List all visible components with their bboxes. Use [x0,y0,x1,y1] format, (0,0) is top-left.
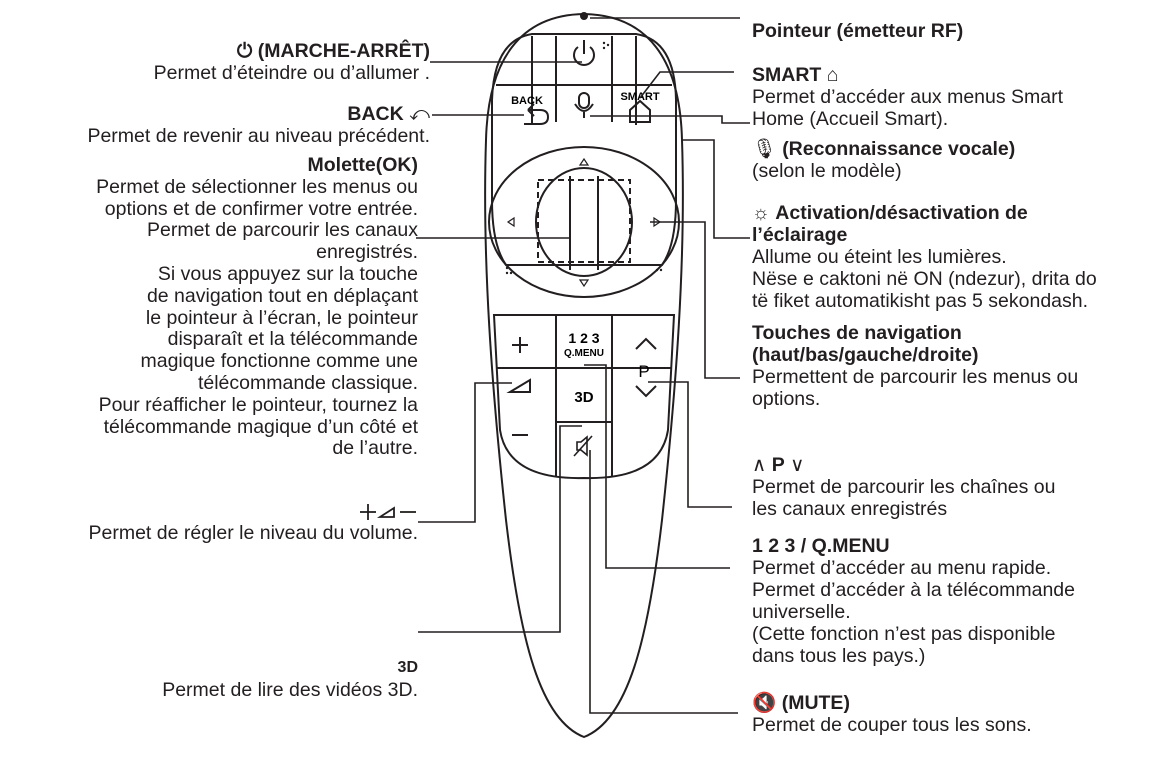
light-desc-1: Nëse e caktoni në ON (ndezur), drita do [752,268,1097,290]
remote-p-label: P [638,362,649,381]
smart-title: SMART [752,64,822,86]
wheel-desc-9: télécommande classique. [197,371,418,394]
wheel-title: Molette(OK) [307,154,419,176]
voice-desc: (selon le modèle) [752,160,902,182]
label-wheel: Molette(OK) Permet de sélectionner les m… [0,154,419,460]
nav-left-icon [506,216,515,228]
remote-power-icon [573,40,595,66]
nav-desc-1: options. [752,388,821,410]
channel-down-icon: ∨ [784,454,805,476]
remote-back-label: BACK [511,95,543,107]
wheel-desc-4: Si vous appuyez sur la touche [157,262,418,285]
pointer-title: Pointeur (émetteur RF) [752,20,964,42]
remote-mic-icon [574,92,594,118]
label-qmenu: 1 2 3 / Q.MENU Permet d’accéder au menu … [752,535,1075,667]
nav-title-0: Touches de navigation [752,322,962,344]
wheel-icon [537,176,631,270]
channel-up-icon: ∧ [752,454,772,476]
remote-top-panel [491,33,677,266]
home-icon: ⌂ [821,64,839,86]
volume-desc: Permet de régler le niveau du volume. [88,522,418,544]
3d-desc: Permet de lire des vidéos 3D. [162,679,418,701]
label-light: ☼ Activation/désactivation de l’éclairag… [752,202,1097,312]
qmenu-desc-2: universelle. [752,601,851,623]
label-smart: SMART ⌂ Permet d’accéder aux menus Smart… [752,64,1063,130]
remote-mute-icon [573,435,593,457]
remote-body-outline [484,12,684,739]
volume-icons-svg [360,503,416,520]
wheel-desc-5: de navigation tout en déplaçant [146,284,418,307]
voice-title: (Reconnaissance vocale) [782,138,1016,160]
power-title: (MARCHE-ARRÊT) [257,40,430,62]
nav-arrows [506,157,662,288]
wheel-desc-2: Permet de parcourir les canaux [147,219,418,242]
back-desc: Permet de revenir au niveau précédent. [87,125,430,147]
wheel-desc-0: Permet de sélectionner les menus ou [96,175,418,198]
wheel-desc-11: télécommande magique d’un côté et [103,415,418,438]
remote-back-icon [524,103,550,125]
smart-desc-0: Permet d’accéder aux menus Smart [752,86,1064,108]
nav-up-icon [578,157,590,166]
label-nav: Touches de navigation (haut/bas/gauche/d… [752,322,1078,410]
remote-qmenu-label: Q.MENU [564,348,604,359]
mute-title: (MUTE) [781,692,850,714]
label-voice: 🎙 (Reconnaissance vocale) (selon le modè… [752,138,1015,182]
wheel-desc-12: de l’autre. [332,437,418,460]
remote-channel-icons [635,337,657,398]
label-volume: Permet de régler le niveau du volume. [0,500,418,544]
mute-icon: 🔇 [752,692,782,714]
light-desc-2: të fiket automatikisht pas 5 sekondash. [752,290,1089,312]
wheel-desc-3: enregistrés. [316,241,418,264]
wheel-desc-1: options et de confirmer votre entrée. [104,197,418,220]
label-pointer: Pointeur (émetteur RF) [752,20,963,42]
wheel-desc-6: le pointeur à l’écran, le pointeur [145,306,418,329]
mute-desc: Permet de couper tous les sons. [752,714,1032,736]
leader-lines [416,17,750,714]
back-arrow-icon: ⤺ [403,103,430,125]
channel-title: P [771,454,785,476]
remote-home-icon [629,99,651,123]
nav-title-1: (haut/bas/gauche/droite) [752,344,979,366]
microphone-icon: 🎙 [752,138,783,160]
nav-inner [535,167,633,277]
light-title-1: l’éclairage [752,224,848,246]
remote-123-label: 1 2 3 [568,330,599,346]
smart-desc-1: Home (Accueil Smart). [752,108,949,130]
channel-desc-1: les canaux enregistrés [752,498,948,520]
light-desc-0: Allume ou éteint les lumières. [752,246,1007,268]
label-channel: ∧ P ∨ Permet de parcourir les chaînes ou… [752,454,1056,520]
nav-down-icon [578,279,590,288]
volume-icons [0,500,418,522]
remote-volume-icons [506,337,531,436]
light-bulb-icon: ☼ [752,202,776,224]
light-title-0: Activation/désactivation de [775,202,1028,224]
label-3d: 3D Permet de lire des vidéos 3D. [0,657,418,701]
qmenu-desc-0: Permet d’accéder au menu rapide. [752,557,1052,579]
nav-desc-0: Permettent de parcourir les menus ou [752,366,1079,388]
123-icon: 1 2 3 [752,535,801,557]
wheel-desc-7: disparaît et la télécommande [167,328,418,351]
label-mute: 🔇 (MUTE) Permet de couper tous les sons. [752,692,1032,736]
label-back: BACK ⤺ Permet de revenir au niveau précé… [0,103,430,147]
channel-desc-0: Permet de parcourir les chaînes ou [752,476,1056,498]
rf-emitter-dot [580,12,588,20]
qmenu-desc-4: dans tous les pays.) [752,645,926,667]
qmenu-desc-1: Permet d’accéder à la télécommande [752,579,1075,601]
power-icon: ⏻ [236,40,258,62]
power-desc: Permet d’éteindre ou d’allumer . [153,62,430,84]
remote-3d-label: 3D [574,389,593,406]
remote-dots [505,41,663,275]
wheel-desc-8: magique fonctionne comme une [140,350,418,373]
3d-icon: 3D [397,659,418,676]
back-title: BACK [347,103,404,125]
label-power: ⏻ (MARCHE-ARRÊT) Permet d’éteindre ou d’… [0,40,430,84]
wheel-desc-10: Pour réafficher le pointeur, tournez la [98,393,418,416]
qmenu-title: / Q.MENU [800,535,890,557]
remote-lower-panel [492,314,676,480]
qmenu-desc-3: (Cette fonction n’est pas disponible [752,623,1056,645]
